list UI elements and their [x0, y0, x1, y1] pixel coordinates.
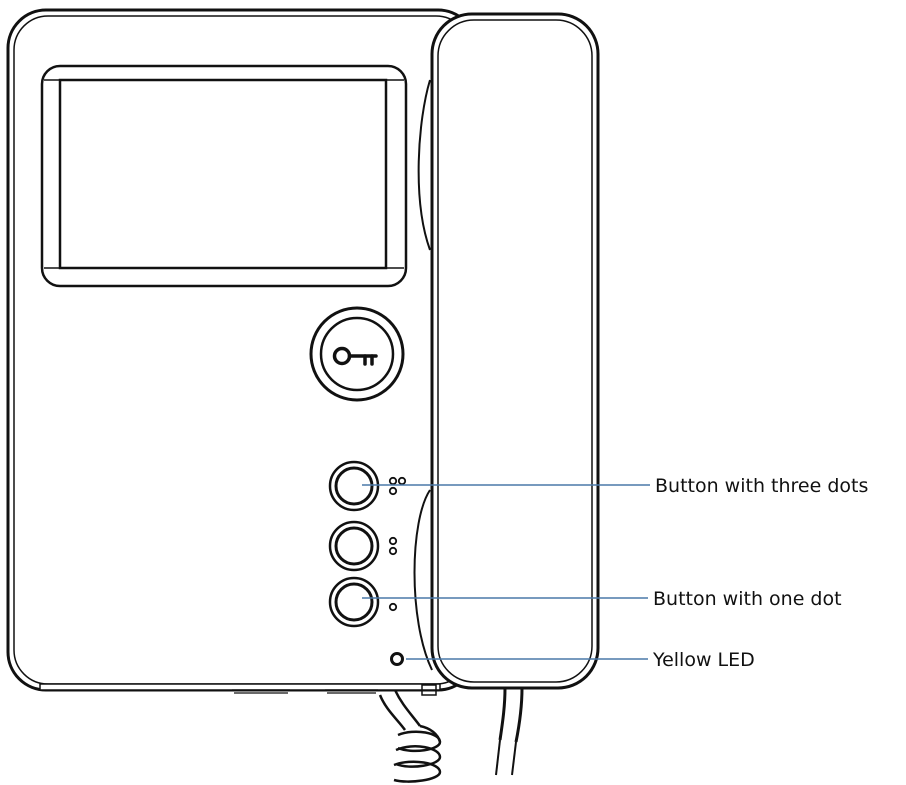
- speaker-grille: [232, 684, 437, 696]
- one-dot-indicator: [388, 602, 398, 612]
- handset-outer: [430, 12, 600, 690]
- screen-display: [58, 78, 388, 270]
- leader-lines: [362, 484, 650, 660]
- label-one-dot: Button with one dot: [653, 588, 842, 610]
- key-icon: [332, 346, 378, 366]
- label-three-dots: Button with three dots: [655, 475, 868, 497]
- yellow-led: [390, 652, 404, 666]
- door-release-button[interactable]: [309, 306, 405, 402]
- handset-inner: [437, 19, 593, 683]
- video-screen: [40, 64, 408, 288]
- handset-cord: [495, 687, 524, 776]
- label-yellow-led: Yellow LED: [652, 649, 755, 671]
- coiled-cord: [378, 689, 442, 783]
- handset-cradle: [413, 79, 433, 671]
- two-dots-button[interactable]: [328, 520, 380, 572]
- one-dot-button[interactable]: [328, 576, 380, 628]
- three-dots-indicator: [388, 476, 407, 496]
- two-dots-indicator: [388, 536, 398, 556]
- three-dots-button[interactable]: [328, 460, 380, 512]
- handset: [430, 12, 600, 690]
- body-bottom-strip: [39, 683, 441, 691]
